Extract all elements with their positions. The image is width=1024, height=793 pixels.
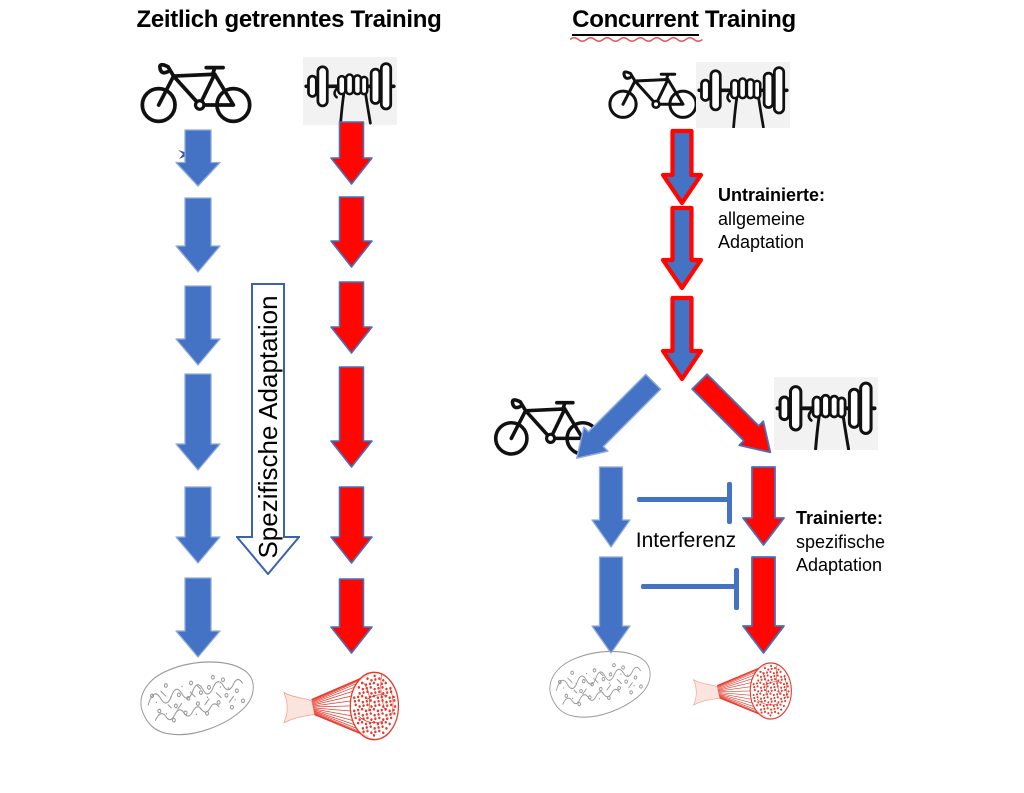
right-panel-title: Concurrent Training — [534, 6, 834, 42]
endurance-arrow — [175, 129, 221, 187]
right-title-underlined-word: Concurrent — [570, 6, 703, 42]
dumbbell-icon-concurrent — [696, 62, 790, 128]
bicycle-icon — [140, 56, 252, 126]
specific-adaptation-outline-arrow — [236, 283, 300, 575]
untrained-heading: Untrainierte: — [718, 185, 826, 205]
split-endurance-arrow — [576, 373, 662, 459]
trained-strength-arrow — [742, 466, 785, 546]
specific-adaptation-label: Spezifische Adaptation — [253, 295, 283, 559]
left-panel-title: Zeitlich getrenntes Training — [136, 6, 442, 33]
right-title-underlined-text: Concurrent — [572, 6, 699, 33]
bicycle-icon-concurrent — [608, 62, 698, 124]
inhibition-bar-bottom-cap — [734, 568, 739, 610]
trained-note: Trainierte: spezifische Adaptation — [796, 507, 885, 578]
muscle-fiber-illustration-left — [281, 664, 405, 748]
endurance-arrow — [175, 577, 221, 658]
endurance-arrow — [175, 486, 221, 564]
endurance-arrow — [175, 197, 221, 273]
spellcheck-squiggle-icon — [570, 37, 703, 42]
strength-arrow — [330, 578, 373, 654]
strength-arrow — [330, 281, 373, 354]
untrained-note: Untrainierte: allgemeine Adaptation — [718, 184, 825, 255]
trained-line-1: spezifische — [796, 531, 886, 552]
combined-training-arrow — [660, 205, 704, 291]
trained-strength-arrow — [742, 556, 785, 654]
inhibition-bar-bottom — [641, 584, 737, 589]
inhibition-bar-top-cap — [727, 482, 732, 524]
strength-arrow — [330, 486, 373, 564]
untrained-line-2: Adaptation — [718, 232, 805, 252]
inhibition-bar-top — [637, 497, 729, 502]
combined-training-arrow — [660, 295, 704, 382]
dumbbell-icon — [303, 57, 397, 125]
strength-arrow — [330, 366, 373, 468]
combined-training-arrow — [660, 128, 704, 206]
strength-arrow — [330, 121, 373, 185]
trained-heading: Trainierte: — [796, 508, 884, 528]
mitochondrion-illustration-left — [131, 656, 261, 740]
muscle-fiber-illustration-right — [691, 656, 797, 726]
endurance-arrow — [175, 373, 221, 471]
right-title-rest: Training — [698, 6, 796, 33]
dumbbell-icon-split — [774, 377, 878, 450]
trained-endurance-arrow — [591, 466, 631, 548]
trained-line-2: Adaptation — [796, 555, 883, 575]
endurance-arrow — [175, 285, 221, 366]
split-strength-arrow — [691, 373, 772, 454]
interference-label: Interferenz — [635, 529, 737, 552]
untrained-line-1: allgemeine — [718, 208, 806, 229]
mitochondrion-illustration-right — [541, 646, 657, 722]
strength-arrow — [330, 196, 373, 268]
trained-endurance-arrow — [591, 556, 631, 654]
